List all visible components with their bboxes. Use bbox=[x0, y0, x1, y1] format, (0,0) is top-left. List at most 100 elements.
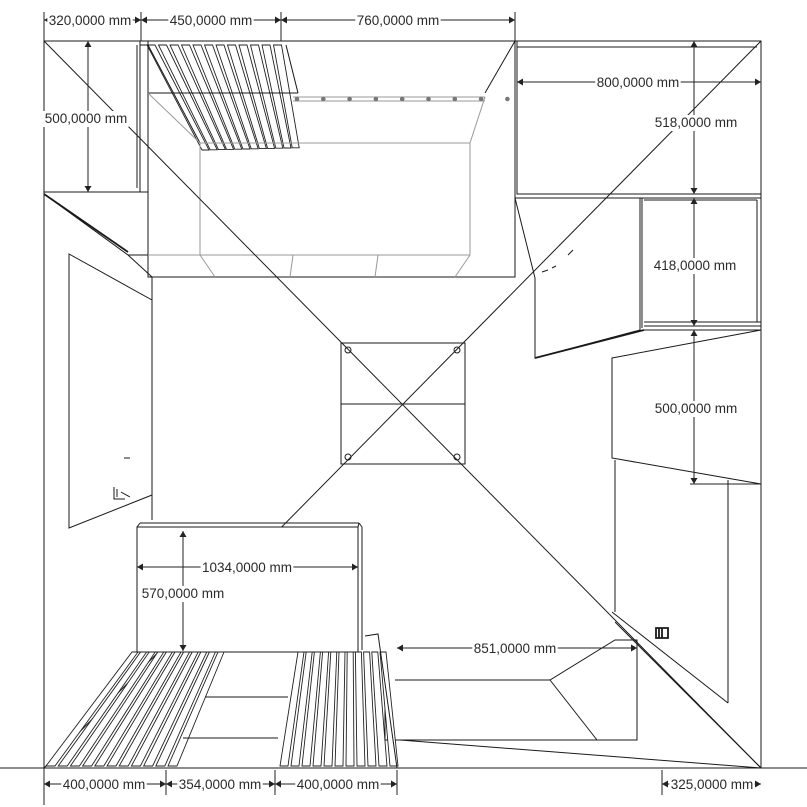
floor-slat-edge bbox=[364, 633, 398, 769]
dimension-arrow bbox=[84, 186, 92, 192]
ceiling-light-dot bbox=[478, 96, 484, 102]
dimension-arrow bbox=[160, 780, 166, 788]
socket-icon bbox=[655, 627, 669, 639]
dimension-label: 418,0000 mm bbox=[654, 258, 737, 273]
dimension-arrow bbox=[755, 78, 761, 86]
floor-slat bbox=[81, 651, 165, 767]
dimension-label: 800,0000 mm bbox=[597, 75, 680, 90]
floor-slat bbox=[57, 651, 148, 767]
floor-slats-right bbox=[279, 633, 399, 769]
dimension-label-bg bbox=[200, 559, 294, 575]
floor-boards bbox=[183, 651, 298, 739]
dimension-label-bg bbox=[177, 776, 263, 792]
top-slat bbox=[226, 44, 268, 150]
dimension-label: 851,0000 mm bbox=[474, 641, 557, 656]
floor-slat bbox=[363, 651, 377, 767]
dimension-label-bg bbox=[295, 776, 381, 792]
right-middle-cabinet bbox=[514, 197, 761, 359]
floor-slat bbox=[279, 651, 305, 767]
dimension-arrow bbox=[690, 198, 698, 204]
ceiling-niche bbox=[147, 40, 516, 278]
dimension-arrow bbox=[631, 644, 637, 652]
ceiling-light-dot bbox=[294, 96, 300, 102]
top-slat bbox=[203, 44, 251, 150]
dimension-label-bg bbox=[61, 776, 147, 792]
left-wall bbox=[43, 192, 153, 768]
dimension-label: 570,0000 mm bbox=[142, 586, 225, 601]
dimension-arrow bbox=[179, 531, 187, 537]
left-door bbox=[68, 253, 153, 529]
dimension-label: 760,0000 mm bbox=[357, 13, 440, 28]
dimension-arrow bbox=[275, 780, 281, 788]
ceiling-light-dot bbox=[347, 96, 352, 102]
dimension-label: 354,0000 mm bbox=[179, 777, 262, 792]
dimension-label-bg bbox=[652, 258, 738, 274]
top-slat bbox=[272, 44, 300, 149]
dimension-arrow bbox=[281, 16, 287, 24]
dimension-label: 1034,0000 mm bbox=[202, 560, 292, 575]
dimension-label-bg bbox=[168, 12, 254, 28]
floor-slat bbox=[312, 651, 330, 767]
top-slat bbox=[249, 44, 284, 149]
dimension-label-bg bbox=[43, 111, 129, 127]
dimension-arrow bbox=[690, 478, 698, 484]
door-handle-icon bbox=[113, 487, 131, 500]
top-slat bbox=[261, 44, 292, 149]
dimension-label: 450,0000 mm bbox=[170, 13, 253, 28]
ceiling-light-dot bbox=[399, 96, 405, 102]
dimension-label-bg bbox=[653, 115, 739, 131]
dimension-label-bg bbox=[472, 640, 558, 656]
floor-slat bbox=[45, 651, 139, 767]
dimension-arrow bbox=[135, 16, 141, 24]
dimension-arrow bbox=[166, 780, 172, 788]
dimension-arrow bbox=[137, 563, 143, 571]
floor-slat bbox=[130, 651, 199, 767]
ceiling-light-dot bbox=[373, 96, 379, 102]
dimension-arrow bbox=[755, 780, 761, 788]
top-slat bbox=[157, 44, 218, 151]
dimension-arrow bbox=[352, 563, 358, 571]
top-slat bbox=[180, 44, 235, 150]
floor-slat bbox=[106, 651, 182, 767]
dimension-label-bg bbox=[669, 776, 755, 792]
dimension-arrow bbox=[397, 644, 403, 652]
dimension-arrow bbox=[275, 16, 281, 24]
ceiling-light-dot bbox=[321, 96, 326, 102]
floor-slat bbox=[167, 651, 225, 767]
floor-slats-left bbox=[45, 651, 225, 767]
dimension-label-bg bbox=[595, 74, 681, 90]
dimension-arrow bbox=[662, 780, 668, 788]
dimension-arrow bbox=[509, 16, 515, 24]
ceiling-lights bbox=[294, 96, 510, 102]
top-slats bbox=[140, 44, 300, 151]
dimension-label-bg bbox=[47, 12, 133, 28]
dimension-label: 325,0000 mm bbox=[671, 777, 754, 792]
floor-slat bbox=[345, 651, 355, 767]
dimension-arrow bbox=[690, 320, 698, 326]
floor-slat bbox=[142, 651, 208, 767]
dimension-label-bg bbox=[355, 12, 441, 28]
dimension-arrow bbox=[690, 41, 698, 47]
floor-slat bbox=[354, 651, 366, 767]
floor-slat bbox=[301, 651, 321, 767]
dimension-label: 320,0000 mm bbox=[49, 13, 132, 28]
floor-slat bbox=[118, 651, 191, 767]
floor-slat bbox=[69, 651, 157, 767]
floor-slat bbox=[371, 651, 388, 767]
dimension-arrow bbox=[690, 188, 698, 194]
floor-step bbox=[384, 639, 762, 769]
dimension-label: 500,0000 mm bbox=[655, 401, 738, 416]
floor-slat bbox=[334, 651, 346, 767]
top-slat bbox=[169, 44, 227, 151]
floor-slat bbox=[93, 651, 174, 767]
dimension-label: 500,0000 mm bbox=[45, 111, 128, 126]
dimension-arrow bbox=[269, 780, 275, 788]
floor-slat bbox=[290, 651, 313, 767]
dimension-label: 400,0000 mm bbox=[63, 777, 146, 792]
top-slat bbox=[215, 44, 259, 150]
ceiling-light-dot bbox=[426, 96, 431, 102]
cabinet-handle bbox=[541, 249, 574, 273]
dimension-arrow bbox=[517, 78, 523, 86]
dimension-arrow bbox=[179, 645, 187, 651]
